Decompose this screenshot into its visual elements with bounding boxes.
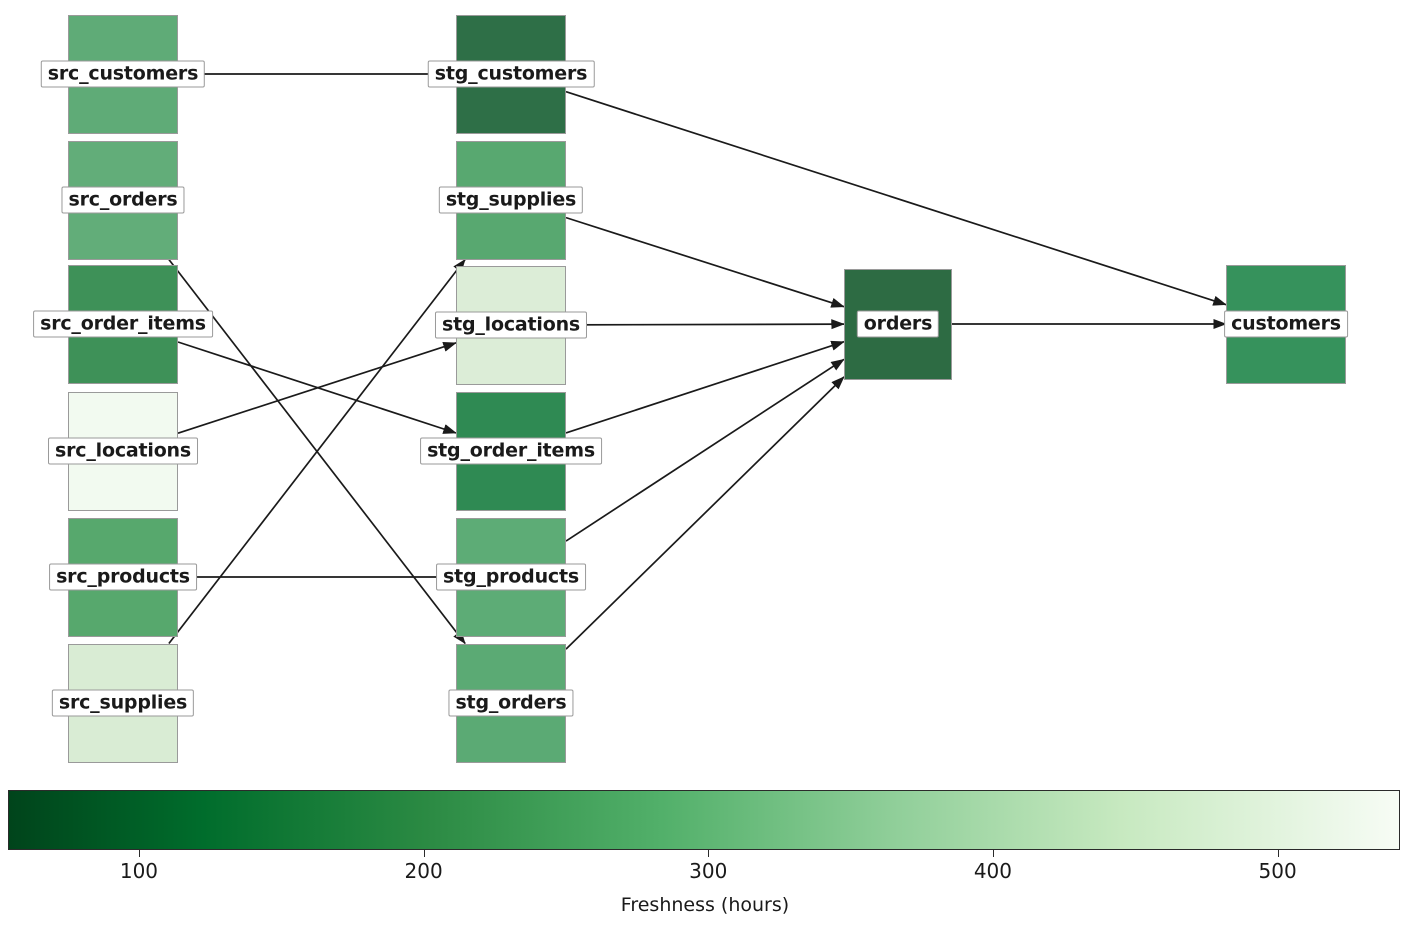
- node-label-src_supplies: src_supplies: [51, 689, 195, 717]
- colorbar-tick-label-400: 400: [973, 859, 1013, 883]
- node-label-orders: orders: [856, 310, 940, 338]
- edge-stg_supplies-to-orders: [565, 216, 845, 308]
- edge-src_locations-to-stg_locations: [177, 341, 457, 434]
- colorbar-tick-300: [708, 850, 710, 857]
- node-label-stg_supplies: stg_supplies: [438, 186, 584, 214]
- edge-src_order_items-to-stg_order_items: [177, 341, 457, 434]
- colorbar-tick-400: [992, 850, 994, 857]
- colorbar-gradient: [8, 790, 1400, 850]
- edge-group: [168, 73, 1227, 650]
- edge-stg_locations-to-orders: [565, 319, 845, 330]
- colorbar-axis-label: Freshness (hours): [620, 894, 790, 916]
- node-label-src_order_items: src_order_items: [33, 310, 213, 338]
- colorbar: 100 200 300 400 500 Freshness (hours): [0, 780, 1410, 926]
- node-label-src_locations: src_locations: [48, 437, 198, 465]
- edge-layer: [168, 73, 1227, 650]
- colorbar-tick-200: [423, 850, 425, 857]
- node-label-stg_order_items: stg_order_items: [420, 437, 602, 465]
- edge-stg_products-to-orders: [565, 358, 845, 542]
- node-label-customers: customers: [1224, 310, 1348, 338]
- node-label-src_products: src_products: [49, 563, 197, 591]
- node-label-stg_orders: stg_orders: [448, 689, 574, 717]
- colorbar-tick-label-300: 300: [689, 859, 728, 883]
- node-label-stg_customers: stg_customers: [427, 60, 595, 88]
- edge-stg_order_items-to-orders: [565, 340, 845, 434]
- node-label-stg_locations: stg_locations: [434, 311, 588, 339]
- node-label-src_customers: src_customers: [40, 60, 206, 88]
- node-label-src_orders: src_orders: [61, 186, 185, 214]
- colorbar-tick-100: [138, 850, 140, 857]
- colorbar-tick-label-200: 200: [404, 859, 443, 883]
- edge-stg_orders-to-orders: [565, 376, 845, 650]
- colorbar-tick-label-100: 100: [119, 859, 159, 883]
- colorbar-tick-500: [1277, 850, 1279, 857]
- colorbar-ticks: 100 200 300 400 500: [0, 850, 1410, 890]
- node-label-stg_products: stg_products: [436, 563, 586, 591]
- colorbar-tick-label-500: 500: [1258, 859, 1297, 883]
